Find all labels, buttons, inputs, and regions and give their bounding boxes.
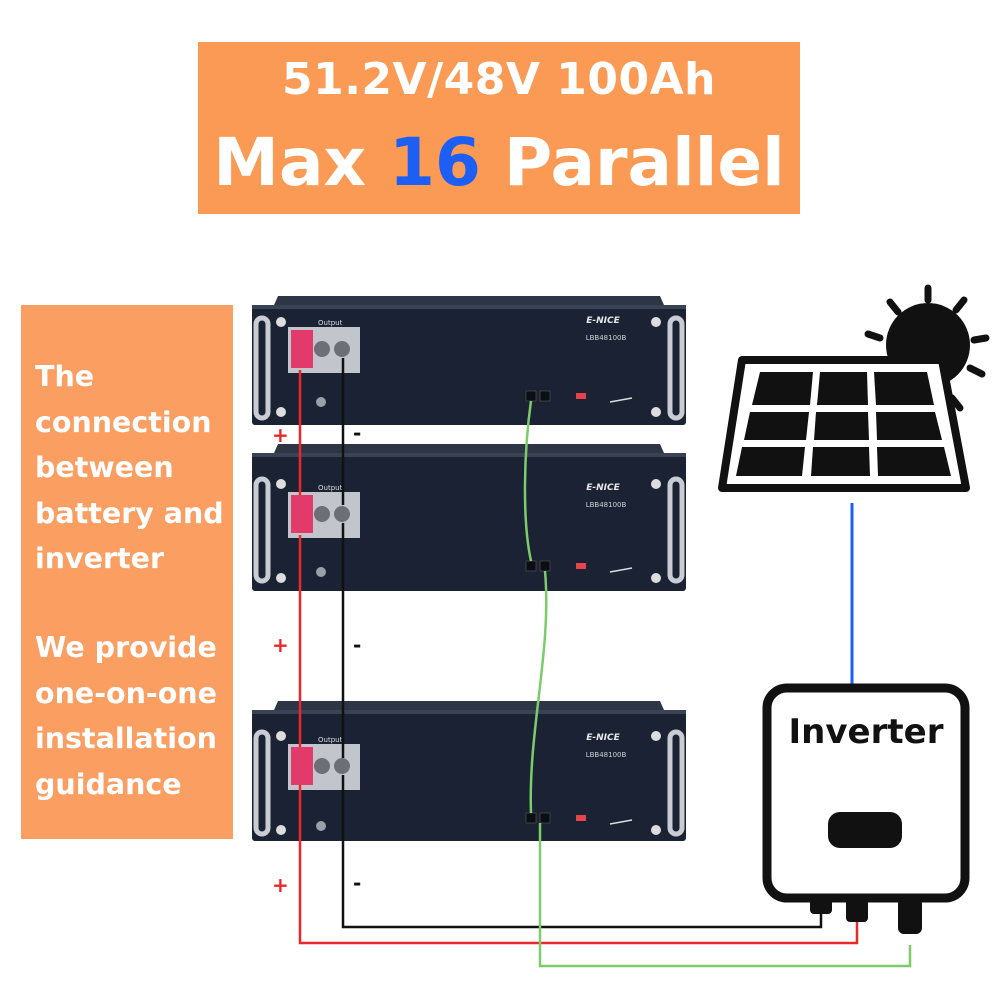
solar-panel-icon — [718, 356, 970, 492]
handle-icon — [253, 729, 271, 837]
side-line: The — [35, 360, 95, 393]
side-line: between — [35, 451, 174, 484]
minus-sign: - — [353, 633, 361, 657]
inverter-display — [828, 812, 902, 848]
plus-sign: + — [272, 423, 289, 447]
handle-icon — [253, 315, 271, 421]
battery-unit-2: Output E-NICE LBB48100B — [252, 444, 686, 591]
rs485-port — [539, 390, 551, 402]
switch-icon — [316, 567, 326, 577]
plus-sign: + — [272, 633, 289, 657]
brand-logo: E-NICE — [586, 483, 620, 493]
handle-icon — [667, 476, 685, 584]
positive-terminal — [291, 747, 313, 785]
model-label: LBB48100B — [586, 501, 627, 509]
dip-switch — [576, 815, 586, 821]
title-spec: 51.2V/48V 100Ah — [281, 54, 716, 105]
output-label: Output — [318, 736, 343, 744]
wires — [298, 358, 912, 968]
title-suffix: Parallel — [480, 124, 785, 201]
dip-switch — [576, 393, 586, 399]
rs485-port — [525, 812, 537, 824]
side-paragraph-guidance: We provide one-on-one installation guida… — [35, 625, 217, 807]
side-paragraph-connection: The connection between battery and inver… — [35, 354, 224, 582]
output-label: Output — [318, 319, 343, 327]
side-line: guidance — [35, 767, 182, 801]
positive-wire — [298, 785, 859, 945]
output-label: Output — [318, 484, 343, 492]
model-label: LBB48100B — [586, 751, 627, 759]
switch-icon — [316, 397, 326, 407]
dip-switch — [576, 563, 586, 569]
minus-sign: - — [353, 871, 361, 895]
inverter-label: Inverter — [788, 712, 944, 752]
positive-terminal — [291, 330, 313, 368]
handle-icon — [253, 476, 271, 584]
inverter-port — [846, 898, 868, 922]
title-number: 16 — [389, 124, 481, 201]
model-label: LBB48100B — [586, 334, 627, 342]
rs485-port — [539, 560, 551, 572]
battery-unit-1: Output E-NICE LBB48100B — [252, 296, 686, 425]
brand-logo: E-NICE — [586, 733, 620, 743]
side-line: installation — [35, 722, 217, 755]
side-line: inverter — [35, 542, 165, 575]
comm-wire — [538, 823, 912, 968]
positive-terminal — [291, 495, 313, 533]
rs485-port — [525, 390, 537, 402]
comm-wire — [529, 570, 548, 814]
inverter-icon — [762, 683, 970, 934]
minus-sign: - — [353, 421, 361, 445]
comm-wire — [523, 400, 533, 562]
side-line: battery and — [35, 496, 224, 530]
handle-icon — [667, 315, 685, 421]
battery-unit-3: Output E-NICE LBB48100B — [252, 701, 686, 841]
side-line: connection — [35, 405, 212, 439]
side-info-panel: The connection between battery and inver… — [21, 305, 233, 839]
rs485-port — [525, 560, 537, 572]
handle-icon — [667, 729, 685, 837]
inverter-port — [810, 898, 832, 914]
plus-sign: + — [272, 873, 289, 897]
brand-logo: E-NICE — [586, 316, 620, 326]
rs485-port — [539, 812, 551, 824]
side-line: one-on-one — [35, 676, 217, 710]
title-banner: 51.2V/48V 100Ah Max 16 Parallel — [198, 42, 800, 214]
switch-icon — [316, 821, 326, 831]
side-line: We provide — [35, 631, 217, 664]
negative-wire — [341, 775, 823, 929]
title-parallel: Max 16 Parallel — [198, 124, 800, 201]
title-prefix: Max — [213, 124, 390, 201]
inverter-port — [898, 898, 922, 934]
